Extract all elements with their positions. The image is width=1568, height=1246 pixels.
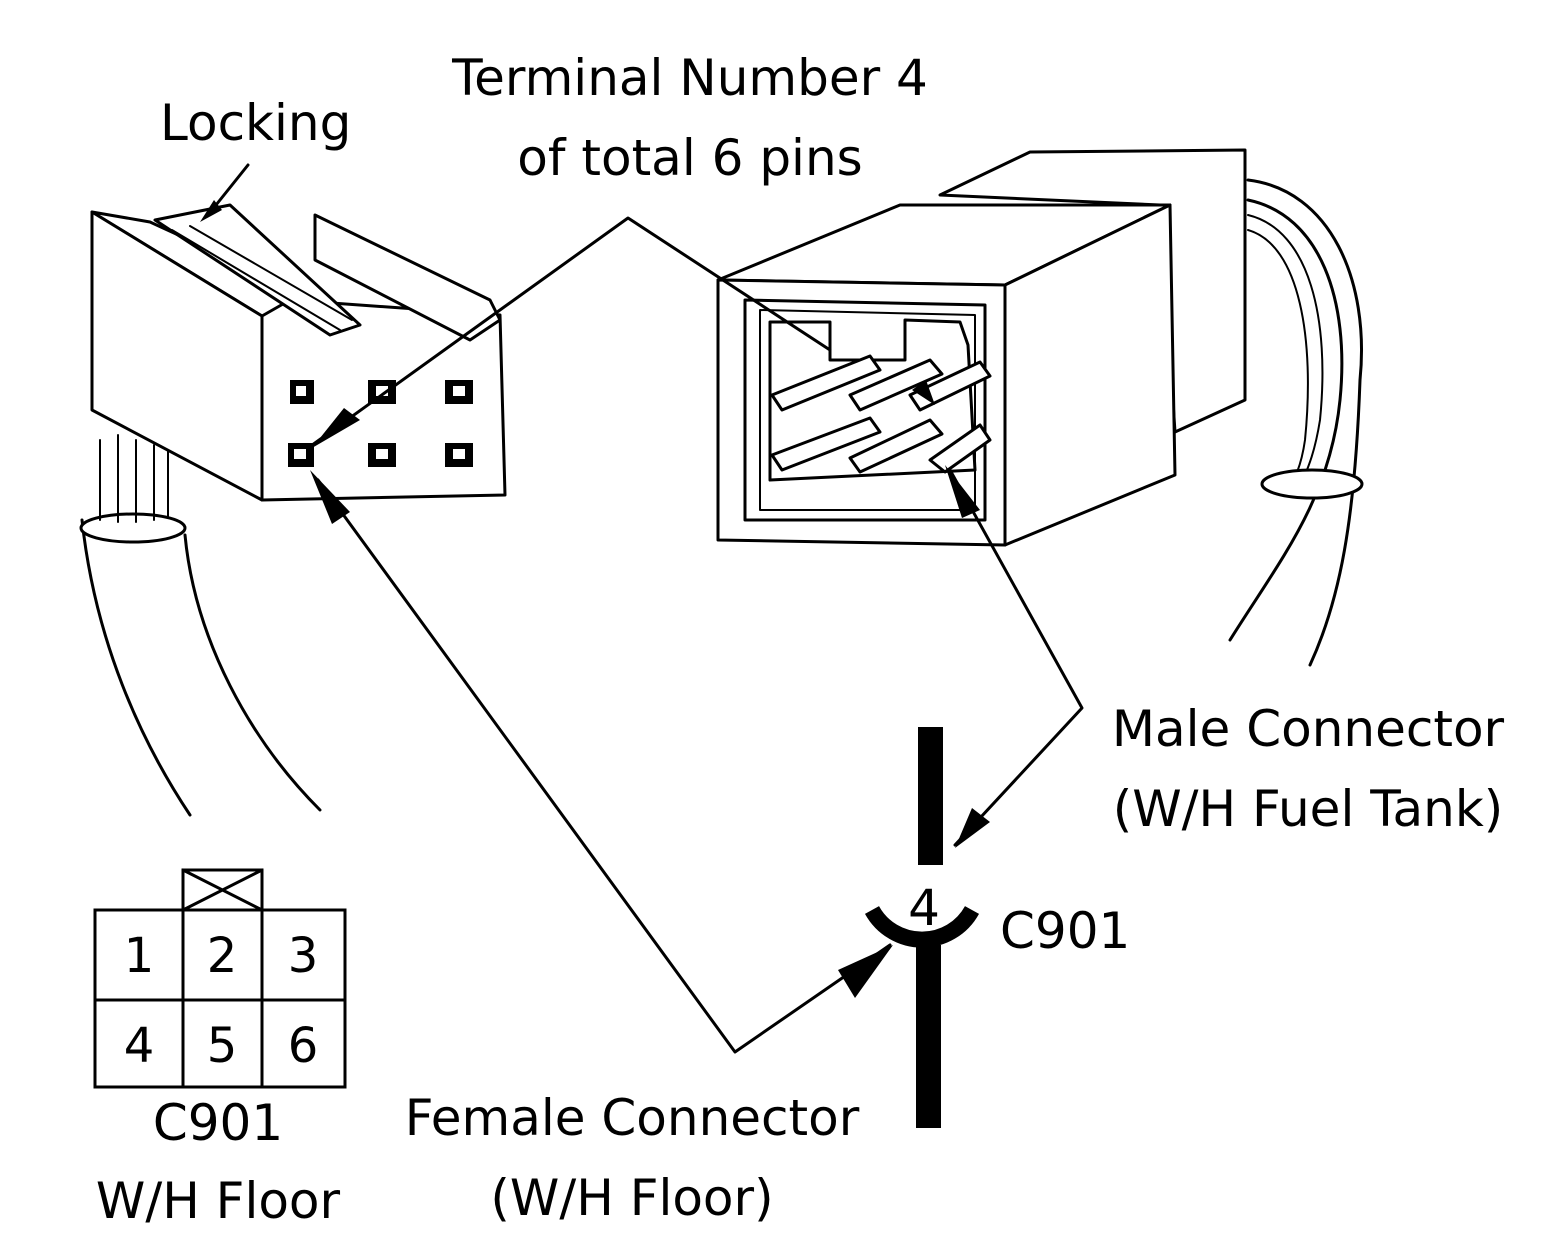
face-connector-id: C901 <box>153 1094 283 1152</box>
pin-cell-6: 6 <box>288 1018 319 1074</box>
leader-lines <box>200 163 1084 1054</box>
lock-key-cross-icon <box>181 868 264 912</box>
male-connector-drawing <box>716 148 1364 667</box>
pin-cell-1: 1 <box>124 928 155 984</box>
female-connector-label-line2: (W/H Floor) <box>490 1169 773 1227</box>
terminal-label-line1: Terminal Number 4 <box>451 49 928 107</box>
female-connector-drawing <box>79 203 507 817</box>
pin-cell-3: 3 <box>288 928 319 984</box>
symbol-pin-number: 4 <box>908 879 940 937</box>
male-connector-label-line1: Male Connector <box>1112 700 1505 758</box>
symbol-connector-id: C901 <box>1000 902 1130 960</box>
pin-face-view: 1 2 3 4 5 6 <box>93 868 347 1089</box>
female-cavity-arc <box>864 905 980 948</box>
female-side-wire <box>916 945 941 1128</box>
terminal-label-line2: of total 6 pins <box>517 129 862 187</box>
pin-cell-2: 2 <box>207 928 238 984</box>
male-connector-label-line2: (W/H Fuel Tank) <box>1113 780 1504 838</box>
pin-cell-4: 4 <box>124 1018 155 1074</box>
male-side-wire <box>918 727 943 865</box>
locking-label: Locking <box>160 94 351 152</box>
pin-cell-5: 5 <box>207 1018 238 1074</box>
connector-symbol <box>864 727 980 1128</box>
female-connector-label-line1: Female Connector <box>405 1089 860 1147</box>
face-harness-label: W/H Floor <box>96 1172 341 1230</box>
